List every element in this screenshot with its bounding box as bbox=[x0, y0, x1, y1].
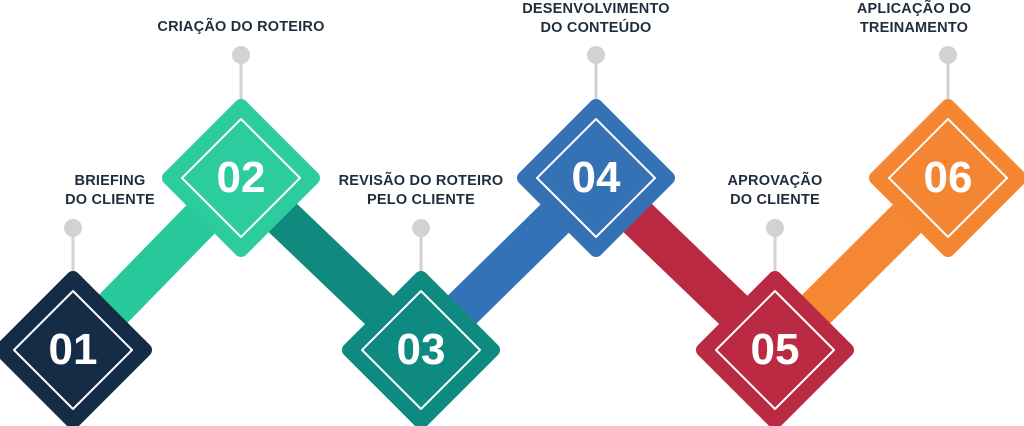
diamond-fill bbox=[696, 271, 854, 426]
step-03-diamond bbox=[342, 271, 500, 426]
diamond-inner-border bbox=[715, 290, 835, 410]
step-number-04: 04 bbox=[571, 153, 621, 202]
step-label-03: REVISÃO DO ROTEIRO PELO CLIENTE bbox=[338, 173, 504, 208]
diamond-fill bbox=[342, 271, 500, 426]
diamond-inner-border bbox=[181, 118, 301, 238]
diamond-inner-border bbox=[361, 290, 481, 410]
step-label-04: DESENVOLVIMENTO DO CONTEÚDO bbox=[522, 1, 670, 36]
step-04-diamond bbox=[517, 99, 675, 257]
diamond-fill bbox=[0, 271, 152, 426]
step-06-diamond bbox=[869, 99, 1024, 257]
pin-head bbox=[412, 219, 430, 237]
step-label-05: APROVAÇÃO DO CLIENTE bbox=[727, 173, 823, 208]
step-02-diamond bbox=[162, 99, 320, 257]
diamond-fill bbox=[869, 99, 1024, 257]
step-number-01: 01 bbox=[48, 325, 98, 374]
pin-head bbox=[766, 219, 784, 237]
step-label-01: BRIEFING DO CLIENTE bbox=[65, 173, 155, 208]
pin-head bbox=[64, 219, 82, 237]
diamond-inner-border bbox=[888, 118, 1008, 238]
step-number-05: 05 bbox=[750, 325, 800, 374]
diamond-inner-border bbox=[13, 290, 133, 410]
step-number-06: 06 bbox=[923, 153, 973, 202]
diamond-fill bbox=[517, 99, 675, 257]
pin-head bbox=[232, 46, 250, 64]
pin-head bbox=[587, 46, 605, 64]
diamond-fill bbox=[162, 99, 320, 257]
step-05-diamond bbox=[696, 271, 854, 426]
step-label-02: CRIAÇÃO DO ROTEIRO bbox=[157, 19, 325, 35]
pin-head bbox=[939, 46, 957, 64]
step-number-03: 03 bbox=[396, 325, 446, 374]
step-01-diamond bbox=[0, 271, 152, 426]
diamond-inner-border bbox=[536, 118, 656, 238]
step-label-06: APLICAÇÃO DO TREINAMENTO bbox=[856, 1, 972, 36]
step-number-02: 02 bbox=[216, 153, 266, 202]
